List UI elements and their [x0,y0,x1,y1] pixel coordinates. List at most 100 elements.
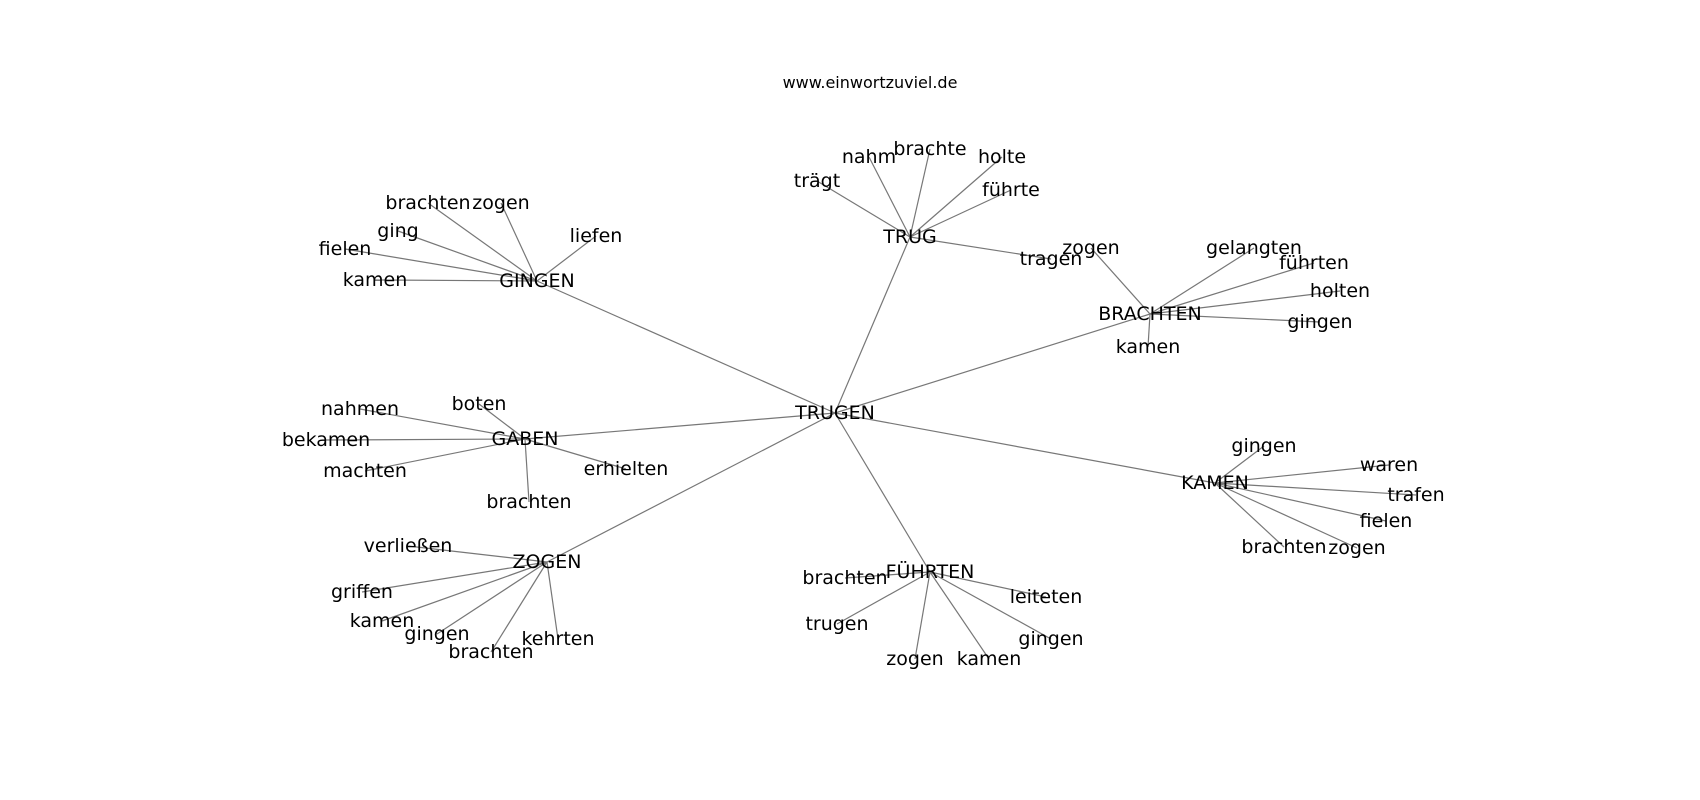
edge-trug-holte [909,156,1003,238]
hub-node-gaben: GABEN [492,428,559,450]
edge-kamen-zogen [1214,482,1358,549]
edge-gaben-brachten [524,438,530,503]
leaf-node-kamen-gingen: gingen [1231,435,1296,457]
edge-gaben-bekamen [325,438,526,441]
hub-node-kamen: KAMEN [1181,472,1249,494]
hub-node-trug: TRUG [882,226,936,248]
edge-brachten-zogen [1090,247,1151,315]
edge-center-brachten [834,313,1151,414]
leaf-node-gingen-brachten: brachten [385,192,470,214]
leaf-node-gingen-zogen: zogen [472,192,529,214]
edge-kamen-fielen [1214,482,1387,522]
hub-node-brachten: BRACHTEN [1098,303,1202,325]
leaf-node-trug-traegt: trägt [794,170,840,192]
leaf-node-zogen-brachten: brachten [448,641,533,663]
edge-kamen-gingen [1214,445,1265,484]
edge-kamen-brachten [1214,482,1285,548]
edge-trug-tragen [909,236,1052,260]
leaf-node-zogen-kamen: kamen [350,610,415,632]
leaf-node-trug-holte: holte [978,146,1026,168]
leaf-node-brachten-kamen: kamen [1116,336,1181,358]
edge-gaben-machten [364,438,526,472]
leaf-node-gingen-kamen: kamen [343,269,408,291]
leaf-node-brachten-gelangten: gelangten [1206,237,1302,259]
hub-node-fuehrten: FÜHRTEN [886,560,975,583]
leaf-node-zogen-griffen: griffen [331,581,393,603]
leaf-node-fuehrten-gingen: gingen [1018,628,1083,650]
source-watermark: www.einwortzuviel.de [783,73,958,92]
edge-gaben-boten [478,403,526,440]
leaf-node-fuehrten-kamen: kamen [957,648,1022,670]
leaf-node-fuehrten-brachten: brachten [802,567,887,589]
edge-brachten-gingen [1149,313,1321,323]
leaf-node-brachten-fuehrten: führten [1279,252,1349,274]
hub-node-zogen: ZOGEN [513,551,582,573]
edge-center-fuehrten [834,412,931,573]
edge-brachten-kamen [1147,313,1151,348]
edge-gingen-fielen [344,248,538,282]
edge-zogen-kamen [381,561,548,622]
leaf-node-kamen-trafen: trafen [1387,484,1444,506]
edge-fuehrten-gingen [929,571,1052,640]
edge-brachten-holten [1149,290,1341,315]
leaf-node-kamen-brachten: brachten [1241,536,1326,558]
leaf-node-brachten-zogen: zogen [1062,237,1119,259]
edge-zogen-kehrten [546,561,559,640]
leaf-node-gingen-liefen: liefen [570,225,623,247]
leaf-node-gaben-nahmen: nahmen [321,398,399,420]
edge-gaben-nahmen [359,408,526,440]
leaf-node-zogen-kehrten: kehrten [521,628,594,650]
leaf-node-gaben-brachten: brachten [486,491,571,513]
leaf-node-zogen-verliessen: verließen [364,535,453,557]
edge-gingen-liefen [536,235,597,282]
leaf-node-trug-brachte: brachte [893,138,966,160]
edge-center-zogen [546,412,836,563]
leaf-node-trug-fuehrte: führte [982,179,1040,201]
edge-fuehrten-leiteten [929,571,1047,598]
leaf-node-zogen-gingen: gingen [404,623,469,645]
leaf-node-gaben-machten: machten [323,460,407,482]
edge-fuehrten-zogen [914,571,931,660]
edge-kamen-trafen [1214,482,1417,496]
leaf-node-brachten-gingen: gingen [1287,311,1352,333]
leaf-node-gaben-erhielten: erhielten [584,458,669,480]
edge-gingen-ging [397,230,538,282]
edge-brachten-gelangten [1149,247,1255,315]
center-node: TRUGEN [794,402,875,424]
leaf-node-kamen-fielen: fielen [1360,510,1413,532]
edge-center-kamen [834,412,1216,484]
edge-center-trug [834,236,911,414]
edge-zogen-verliessen [407,545,548,563]
leaf-node-gaben-boten: boten [452,393,507,415]
edge-center-gingen [536,280,836,414]
edge-gingen-kamen [374,279,538,282]
edge-gaben-erhielten [524,438,627,470]
edge-center-gaben [524,412,836,440]
edge-gingen-brachten [427,202,538,282]
edge-kamen-waren [1214,464,1390,484]
edge-gingen-zogen [500,202,538,282]
leaf-node-brachten-holten: holten [1310,280,1370,302]
leaf-node-fuehrten-trugen: trugen [805,613,868,635]
edge-zogen-brachten [490,561,548,653]
edge-zogen-griffen [361,561,548,593]
leaf-node-kamen-zogen: zogen [1328,537,1385,559]
edge-trug-fuehrte [909,189,1012,238]
leaf-node-trug-tragen: tragen [1020,248,1083,270]
leaf-node-fuehrten-zogen: zogen [886,648,943,670]
hub-node-gingen: GINGEN [499,270,574,292]
leaf-node-gingen-ging: ging [377,220,418,242]
leaf-node-fuehrten-leiteten: leiteten [1010,586,1083,608]
edge-fuehrten-brachten [844,571,931,579]
leaf-node-trug-nahm: nahm [842,146,896,168]
leaf-node-kamen-waren: waren [1360,454,1418,476]
edge-fuehrten-kamen [929,571,990,660]
leaf-node-gingen-fielen: fielen [319,238,372,260]
leaf-node-gaben-bekamen: bekamen [282,429,370,451]
edge-trug-nahm [868,156,911,238]
edge-brachten-fuehrten [1149,262,1315,315]
edge-trug-traegt [816,180,911,238]
